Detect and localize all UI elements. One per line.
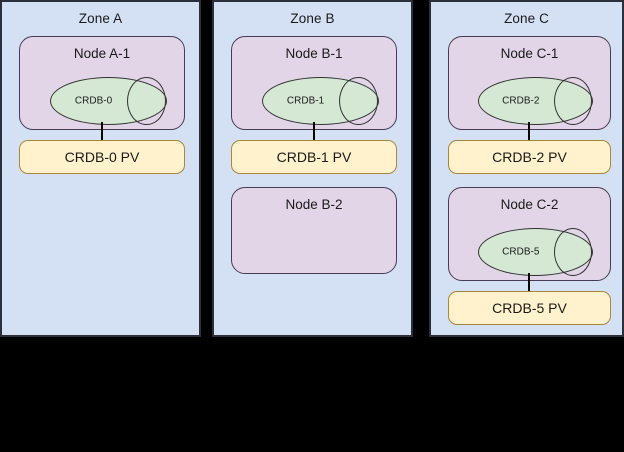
connector-node-c-2-to-pv bbox=[528, 273, 530, 293]
database-cylinder-crdb-0: CRDB-0 bbox=[50, 76, 167, 126]
node-c-2: Node C-2 CRDB-5 bbox=[448, 187, 611, 281]
persistent-volume-crdb-5: CRDB-5 PV bbox=[448, 291, 611, 325]
connector-node-b-1-to-pv bbox=[313, 122, 315, 142]
database-cylinder-crdb-1: CRDB-1 bbox=[262, 76, 379, 126]
node-c-2-title: Node C-2 bbox=[500, 197, 559, 212]
connector-node-c-1-to-pv bbox=[528, 122, 530, 142]
node-b-1-title: Node B-1 bbox=[285, 46, 343, 61]
persistent-volume-crdb-1: CRDB-1 PV bbox=[231, 140, 397, 174]
zone-a: Zone A Node A-1 CRDB-0 CRDB-0 PV bbox=[0, 0, 201, 337]
persistent-volume-label: CRDB-1 PV bbox=[276, 149, 352, 165]
zone-a-title: Zone A bbox=[78, 11, 123, 26]
zone-c: Zone C Node C-1 CRDB-2 CRDB-2 PV Node C-… bbox=[429, 0, 624, 337]
database-cylinder-crdb-5: CRDB-5 bbox=[478, 227, 593, 277]
database-cylinder-crdb-2: CRDB-2 bbox=[478, 76, 593, 126]
node-b-2: Node B-2 bbox=[231, 187, 397, 274]
node-a-1-title: Node A-1 bbox=[73, 46, 131, 61]
database-label: CRDB-5 bbox=[502, 246, 540, 258]
connector-node-a-1-to-pv bbox=[101, 122, 103, 142]
node-b-1: Node B-1 CRDB-1 bbox=[231, 36, 397, 130]
node-a-1: Node A-1 CRDB-0 bbox=[19, 36, 185, 130]
node-c-1-title: Node C-1 bbox=[500, 46, 559, 61]
zone-b-title: Zone B bbox=[290, 11, 335, 26]
persistent-volume-label: CRDB-0 PV bbox=[64, 149, 140, 165]
database-label: CRDB-1 bbox=[286, 95, 325, 107]
database-label: CRDB-2 bbox=[502, 95, 540, 107]
database-label: CRDB-0 bbox=[74, 95, 113, 107]
zone-c-title: Zone C bbox=[504, 11, 549, 26]
persistent-volume-label: CRDB-5 PV bbox=[492, 300, 567, 316]
node-c-1: Node C-1 CRDB-2 bbox=[448, 36, 611, 130]
zone-b: Zone B Node B-1 CRDB-1 CRDB-1 PV Node B-… bbox=[212, 0, 413, 337]
cylinder-end-arc-icon bbox=[338, 76, 378, 126]
persistent-volume-crdb-0: CRDB-0 PV bbox=[19, 140, 185, 174]
cylinder-end-arc-icon bbox=[553, 76, 592, 126]
node-b-2-title: Node B-2 bbox=[285, 197, 343, 212]
cylinder-end-arc-icon bbox=[126, 76, 166, 126]
persistent-volume-crdb-2: CRDB-2 PV bbox=[448, 140, 611, 174]
cylinder-end-arc-icon bbox=[553, 227, 592, 277]
persistent-volume-label: CRDB-2 PV bbox=[492, 149, 567, 165]
